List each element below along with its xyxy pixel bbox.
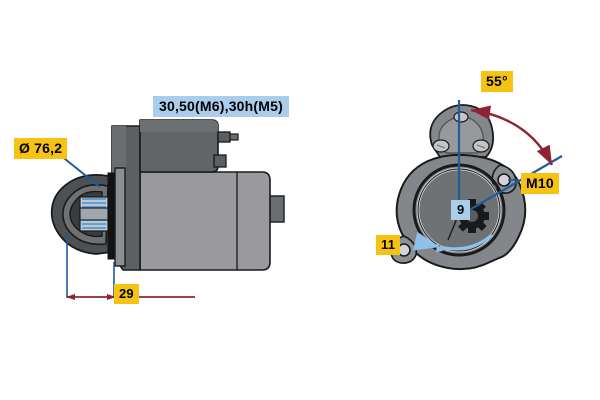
- diameter-leader-line: [59, 154, 101, 188]
- angle-55-callout: 55°: [481, 71, 513, 92]
- dimension-29-callout: 29: [114, 284, 139, 304]
- angle-arc-55: [470, 105, 554, 166]
- side-view-group: [50, 119, 285, 300]
- pinion-gear: [79, 196, 109, 232]
- solenoid: [139, 119, 239, 173]
- mounting-flange: [107, 167, 126, 267]
- rotation-arc: [412, 231, 494, 253]
- item-11-callout: 11: [376, 235, 401, 255]
- pinion-teeth-callout: 9: [451, 200, 471, 220]
- diameter-callout: Ø 76,2: [14, 138, 68, 159]
- angled-reference-line: [458, 155, 563, 217]
- thread-m10-callout: M10: [521, 173, 559, 194]
- motor-yoke: [139, 171, 271, 271]
- terminal-callout: 30,50(M6),30h(M5): [153, 96, 289, 117]
